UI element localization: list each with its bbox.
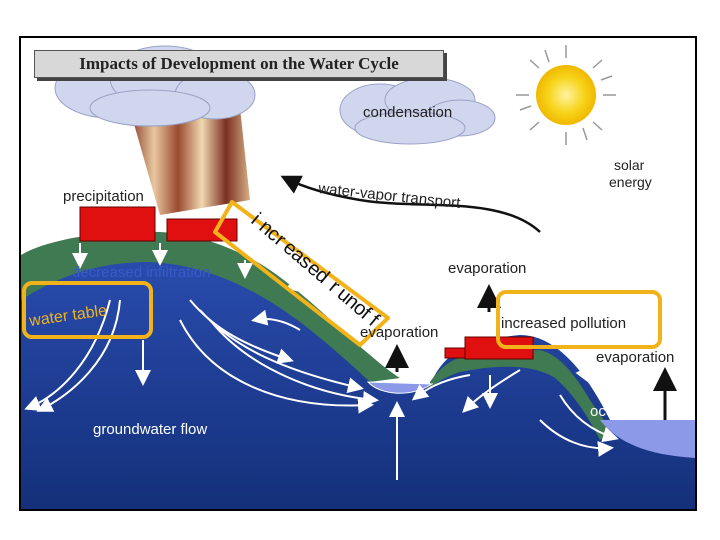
groundwater-zone — [21, 243, 695, 509]
increased-pollution-label: increased pollution — [501, 315, 626, 332]
decreased-infiltration-label: decreased infiltration — [72, 264, 210, 281]
condensation-label: condensation — [363, 104, 452, 121]
building-left — [79, 206, 156, 242]
groundwater-flow-label: groundwater flow — [93, 421, 207, 438]
ocean-label: ocean — [590, 403, 631, 420]
land-surface — [21, 231, 400, 382]
solar-energy-label-line1: solar — [614, 157, 645, 173]
water-vapor-transport-arrow — [280, 175, 541, 233]
diagram-title: Impacts of Development on the Water Cycl… — [79, 54, 399, 73]
water-table-highlight — [22, 281, 153, 339]
land-surface-right — [430, 350, 612, 440]
sun-icon — [516, 45, 616, 145]
evaporation-label-right: evaporation — [596, 349, 674, 366]
increased-pollution-highlight — [496, 290, 662, 349]
evaporation-label-top: evaporation — [448, 260, 526, 277]
groundwater-flow-arrows — [24, 243, 619, 480]
building-center — [166, 218, 238, 242]
condensation-cloud — [339, 77, 496, 145]
solar-energy-label-line2: energy — [609, 174, 652, 190]
precipitation-streaks — [130, 108, 250, 215]
ocean-water — [600, 420, 695, 458]
building-small — [444, 347, 468, 359]
title-box: Impacts of Development on the Water Cycl… — [34, 50, 444, 78]
runoff-arrows — [239, 239, 590, 384]
increased-runoff-highlight — [213, 200, 390, 347]
evaporation-label-middle: evaporation — [360, 324, 438, 341]
precipitation-label: precipitation — [63, 188, 144, 205]
